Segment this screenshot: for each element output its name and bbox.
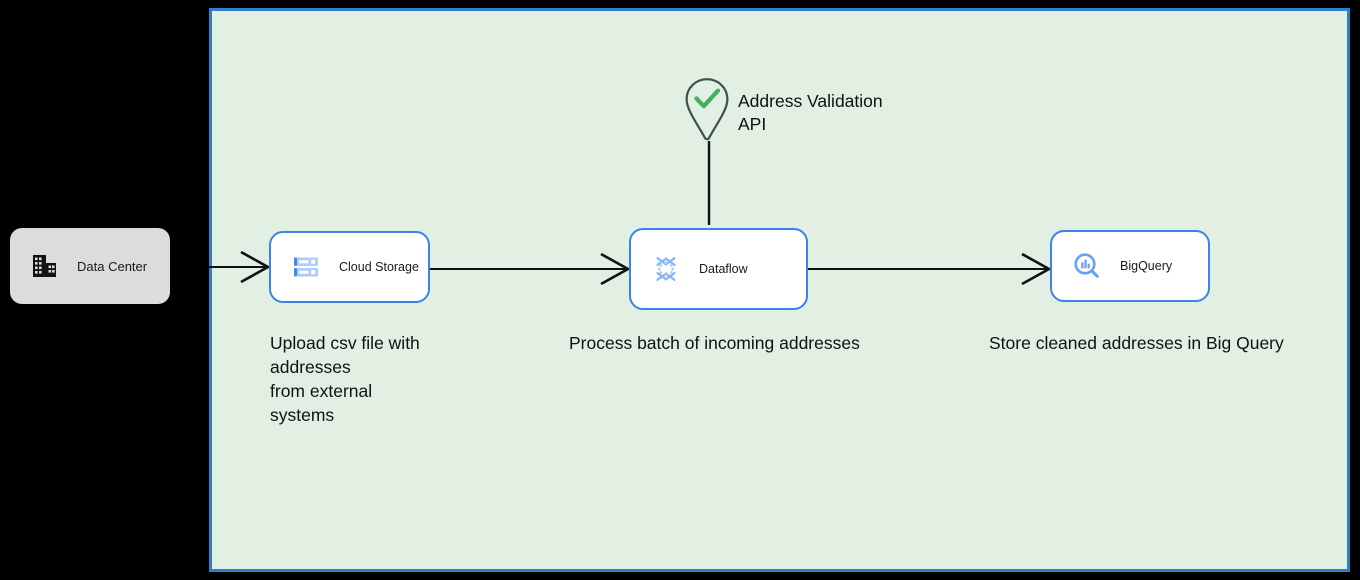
node-label-cloud-storage: Cloud Storage	[339, 260, 419, 274]
cloud-storage-icon	[291, 252, 321, 282]
location-pin-check-icon	[683, 76, 731, 141]
node-dataflow[interactable]: Dataflow	[629, 228, 808, 310]
node-label-dataflow: Dataflow	[699, 262, 748, 276]
caption-process: Process batch of incoming addresses	[569, 333, 860, 353]
caption-upload: Upload csv file with addresses from exte…	[270, 333, 420, 425]
node-data-center[interactable]: Data Center	[10, 228, 170, 304]
node-label-data-center: Data Center	[77, 258, 148, 274]
node-label-address-validation-api: Address Validation API	[738, 91, 883, 134]
node-label-bigquery: BigQuery	[1120, 259, 1173, 273]
node-bigquery[interactable]: BigQuery	[1050, 230, 1210, 302]
node-cloud-storage[interactable]: Cloud Storage	[269, 231, 430, 303]
dataflow-icon	[651, 254, 681, 284]
bigquery-icon	[1072, 251, 1102, 281]
building-icon	[30, 251, 60, 281]
node-address-validation-api[interactable]: Address Validation API	[683, 76, 883, 141]
caption-store: Store cleaned addresses in Big Query	[989, 333, 1284, 353]
